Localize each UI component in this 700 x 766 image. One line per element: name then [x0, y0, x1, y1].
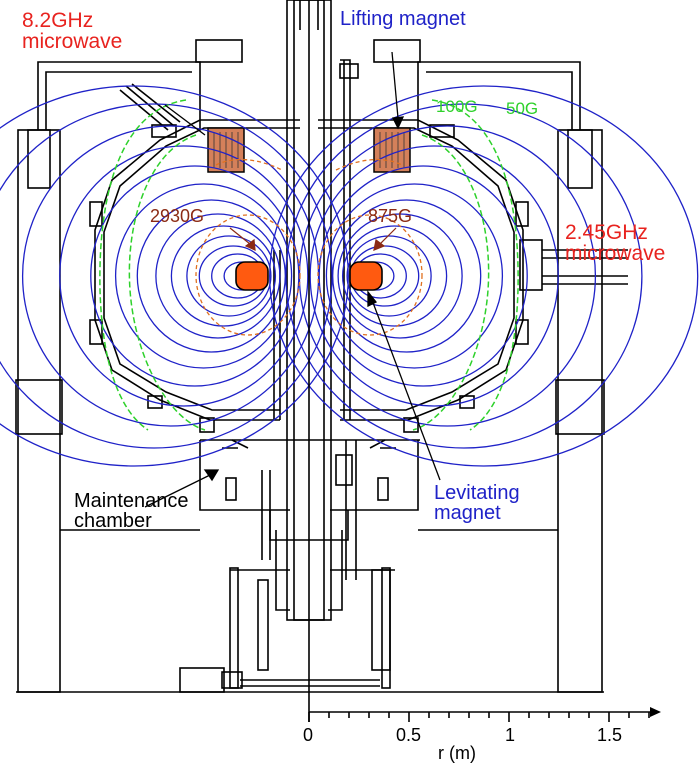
label-2930g: 2930G — [150, 206, 205, 226]
field-line — [59, 145, 309, 407]
contour-875g-2930g — [195, 158, 423, 336]
label-2-45ghz-microwave: 2.45GHz microwave — [565, 221, 666, 265]
vacuum-vessel — [94, 119, 300, 421]
field-line — [346, 235, 432, 317]
microwave-port-245 — [519, 239, 543, 291]
field-line — [309, 145, 559, 407]
label-levitating-magnet: Levitating magnet — [434, 482, 520, 524]
field-line — [325, 183, 504, 369]
tick-label-0-5: 0.5 — [396, 725, 422, 745]
label-875g: 875G — [368, 206, 413, 226]
tick-label-0: 0 — [303, 725, 314, 745]
magnetic-field-lines — [0, 85, 699, 467]
field-line — [170, 225, 277, 327]
tick-label-1-5: 1.5 — [597, 725, 623, 745]
label-lifting-magnet: Lifting magnet — [340, 8, 466, 30]
label-maintenance-chamber: Maintenance chamber — [74, 490, 189, 532]
tick-label-1: 1 — [505, 725, 516, 745]
field-line — [341, 225, 448, 327]
maintenance-chamber-body — [199, 440, 419, 511]
field-line — [285, 103, 643, 449]
field-line — [318, 165, 528, 387]
label-50g: 50G — [506, 99, 539, 118]
levitating-magnet — [235, 261, 383, 291]
field-line — [155, 213, 281, 339]
field-line — [332, 199, 482, 353]
field-line — [186, 235, 272, 317]
field-line — [114, 183, 293, 369]
left-support-column — [17, 129, 61, 693]
contour-100g-50g — [99, 99, 519, 431]
field-line — [0, 85, 349, 467]
field-line — [337, 213, 463, 339]
r-axis — [308, 0, 661, 722]
axis-label-r: r (m) — [438, 743, 476, 763]
right-support-column — [557, 129, 603, 693]
label-8-2ghz-microwave: 8.2GHz microwave — [22, 9, 123, 53]
field-line — [269, 85, 699, 467]
label-100g: 100G — [436, 97, 478, 116]
